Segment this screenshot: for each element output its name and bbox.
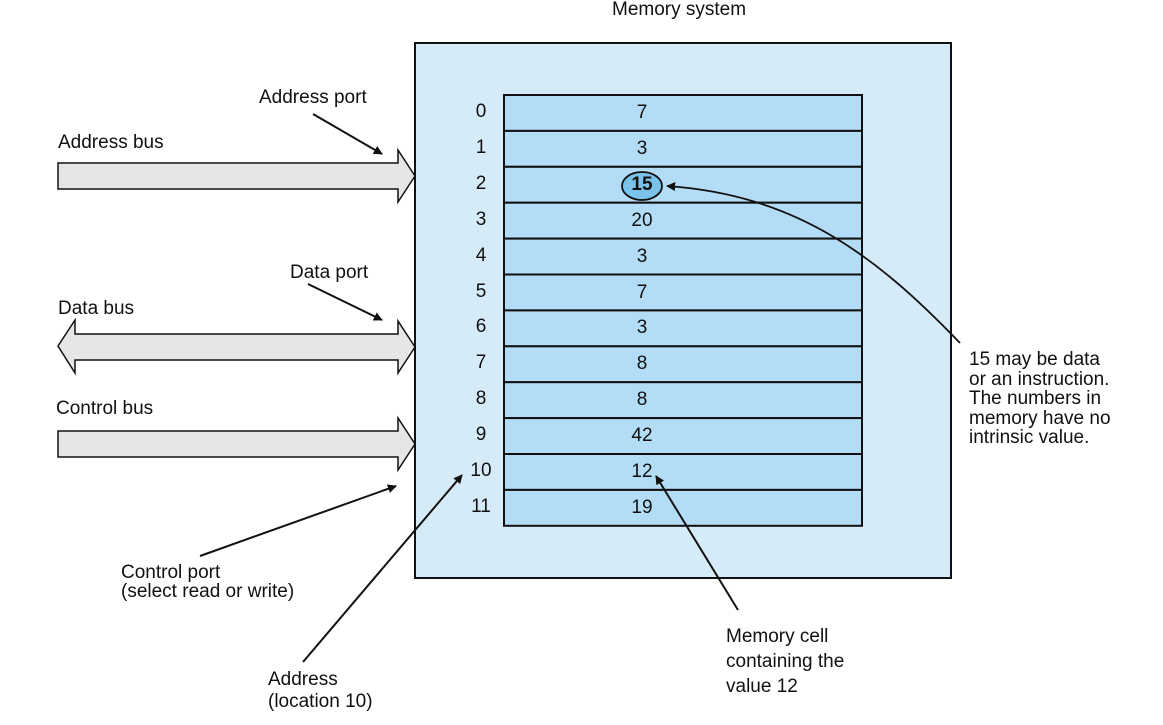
memory-cells — [503, 94, 863, 527]
address-3: 3 — [475, 208, 487, 230]
memory-cell-4 — [503, 237, 863, 276]
address-5: 5 — [475, 280, 487, 302]
address-9: 9 — [475, 424, 487, 446]
memory-cell-6 — [503, 309, 863, 348]
address-port-pointer — [312, 113, 383, 155]
memory-cell-2 — [503, 165, 863, 204]
data-bus-label: Data bus — [58, 298, 135, 319]
address-1: 1 — [475, 136, 487, 158]
memory-value-1: 3 — [636, 137, 648, 159]
diagram-title: Memory system — [612, 0, 747, 20]
address-bus-arrow — [57, 147, 416, 205]
data-note-line-1: 15 may be data — [969, 349, 1100, 370]
memory-cell-1 — [503, 129, 863, 168]
address-7: 7 — [475, 352, 487, 374]
memory-value-11: 19 — [631, 496, 653, 518]
address-4: 4 — [475, 244, 487, 266]
address-8: 8 — [475, 388, 487, 410]
address-note: Address (location 10) — [268, 670, 373, 711]
memory-cell-9 — [503, 417, 863, 456]
memory-cell-10 — [503, 453, 863, 491]
address-0: 0 — [475, 101, 487, 122]
memory-cell-0 — [503, 94, 863, 132]
memory-value-8: 8 — [636, 389, 648, 411]
memory-value-9: 42 — [631, 425, 653, 447]
address-note-line-2: (location 10) — [268, 691, 373, 712]
data-note: 15 may be data or an instruction. The nu… — [969, 350, 1111, 448]
memory-value-4: 3 — [636, 245, 648, 267]
cell-note-line-1: Memory cell — [726, 626, 829, 647]
memory-cell-3 — [503, 201, 863, 240]
data-note-line-2: or an instruction. — [969, 368, 1110, 390]
data-port-label: Data port — [290, 262, 369, 283]
address-10: 10 — [470, 460, 492, 481]
address-2: 2 — [475, 172, 487, 194]
memory-value-3: 20 — [631, 209, 653, 231]
address-11: 11 — [471, 495, 491, 517]
control-bus-arrow — [57, 415, 416, 473]
address-port-label: Address port — [259, 87, 367, 108]
data-note-pointer — [666, 182, 961, 344]
address-6: 6 — [475, 316, 487, 338]
data-bus-arrow — [57, 317, 416, 376]
control-port-line-2: (select read or write) — [121, 581, 295, 602]
highlight-ellipse — [621, 171, 663, 201]
control-port-line-1: Control port — [121, 562, 221, 583]
data-port-pointer — [307, 283, 383, 321]
memory-value-6: 3 — [636, 317, 648, 339]
cell-note-line-3: value 12 — [726, 676, 798, 697]
cell-note: Memory cell containing the value 12 — [726, 624, 844, 699]
data-note-line-5: intrinsic value. — [969, 427, 1090, 448]
data-note-line-3: The numbers in — [969, 388, 1102, 409]
memory-value-5: 7 — [636, 281, 648, 303]
control-port-label: Control port (select read or write) — [121, 563, 294, 601]
memory-cell-8 — [503, 381, 863, 420]
control-port-pointer — [199, 484, 397, 557]
control-bus-label: Control bus — [56, 398, 154, 419]
address-bus-label: Address bus — [58, 132, 164, 153]
address-location-pointer — [302, 474, 463, 663]
memory-value-10: 12 — [631, 461, 653, 482]
memory-cell-7 — [503, 345, 863, 384]
memory-value-2: 15 — [631, 173, 653, 195]
memory-value-0: 7 — [636, 102, 648, 123]
cell-note-line-2: containing the — [726, 651, 845, 672]
address-note-line-1: Address — [268, 669, 338, 690]
memory-cell-5 — [503, 273, 863, 312]
memory-cell-pointer — [655, 475, 739, 611]
data-note-line-4: memory have no — [969, 407, 1111, 429]
memory-value-7: 8 — [636, 353, 648, 375]
